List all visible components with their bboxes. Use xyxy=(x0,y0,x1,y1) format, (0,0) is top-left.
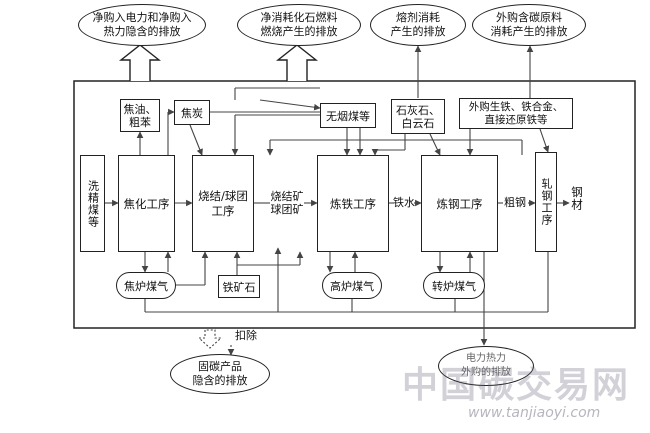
coking-process: 焦化工序 xyxy=(118,155,175,252)
rolling-label: 轧钢工序 xyxy=(540,178,553,226)
coke-oven-gas: 焦炉煤气 xyxy=(116,272,176,299)
deduct-label: 扣除 xyxy=(235,329,257,342)
watermark-url: www.tanjiaoyi.com xyxy=(468,405,601,421)
sintering-process: 烧结/球团 工序 xyxy=(192,155,254,252)
iron-ore: 铁矿石 xyxy=(218,275,260,298)
input-limestone: 石灰石、 白云石 xyxy=(391,99,445,134)
steel-product-label: 钢材 xyxy=(570,186,584,211)
oval-fuel-emission: 净消耗化石燃料 燃烧产生的排放 xyxy=(237,4,361,46)
system-boundary xyxy=(73,80,636,329)
deduct-arrow xyxy=(197,329,223,349)
ironmaking-process: 炼铁工序 xyxy=(317,155,389,252)
oval-solid-carbon-emission: 固碳产品 隐含的排放 xyxy=(170,354,270,394)
arrow-up-electricity xyxy=(118,44,162,81)
blast-furnace-gas: 高炉煤气 xyxy=(322,272,382,299)
washed-coal-label: 洗精煤等 xyxy=(86,179,100,228)
arrow-up-fuel xyxy=(275,44,319,81)
watermark-cn: 中国碳交易网 xyxy=(402,365,631,406)
steelmaking-process: 炼钢工序 xyxy=(421,155,498,252)
rolling-process: 轧钢工序 xyxy=(535,152,557,252)
oval-flux-emission: 熔剂消耗 产生的排放 xyxy=(370,4,466,46)
converter-gas: 转炉煤气 xyxy=(423,272,485,299)
washed-coal-box: 洗精煤等 xyxy=(80,155,105,252)
input-anthracite: 无烟煤等 xyxy=(320,103,376,128)
sinter-ore-label: 烧结矿 球团矿 xyxy=(270,190,304,216)
oval-purchased-power-emission: 电力热力 外购的排放 xyxy=(438,346,534,386)
input-purchased-iron: 外购生铁、铁合金、 直接还原铁等 xyxy=(459,98,573,129)
input-coke-oil-benzene: 焦油、 粗苯 xyxy=(120,99,160,132)
oval-electricity-emission: 净购入电力和净购入 热力隐含的排放 xyxy=(78,4,206,46)
molten-iron-label: 铁水 xyxy=(393,196,415,209)
crude-steel-label: 粗钢 xyxy=(504,196,526,209)
input-coke: 焦炭 xyxy=(174,100,210,125)
oval-carbon-material-emission: 外购含碳原料 消耗产生的排放 xyxy=(472,4,586,46)
